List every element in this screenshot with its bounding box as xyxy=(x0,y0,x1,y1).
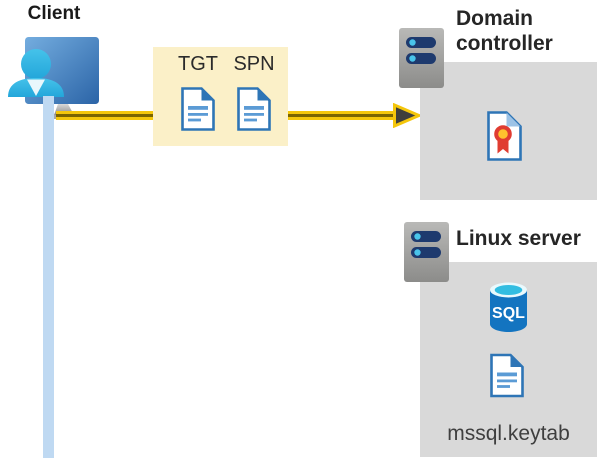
domain-controller-server-icon xyxy=(399,28,444,88)
sql-database-icon: SQL xyxy=(490,282,527,332)
spn-label: SPN xyxy=(233,53,275,75)
tgt-label: TGT xyxy=(178,53,218,75)
domain-controller-label: Domain controller xyxy=(456,7,553,55)
auth-flow-arrowhead-icon xyxy=(393,103,421,128)
client-workstation-icon xyxy=(8,37,99,119)
client-drop-line xyxy=(43,96,54,458)
keytab-filename-label: mssql.keytab xyxy=(447,422,570,445)
tgt-document-icon xyxy=(181,87,215,131)
certificate-icon xyxy=(487,111,522,161)
linux-server-label: Linux server xyxy=(456,227,581,250)
keytab-document-icon xyxy=(490,353,524,398)
linux-server-icon xyxy=(404,222,449,282)
spn-document-icon xyxy=(237,87,271,131)
ticket-highlight-box: TGT SPN xyxy=(153,47,288,146)
sql-text: SQL xyxy=(492,305,525,322)
client-label: Client xyxy=(27,3,81,24)
